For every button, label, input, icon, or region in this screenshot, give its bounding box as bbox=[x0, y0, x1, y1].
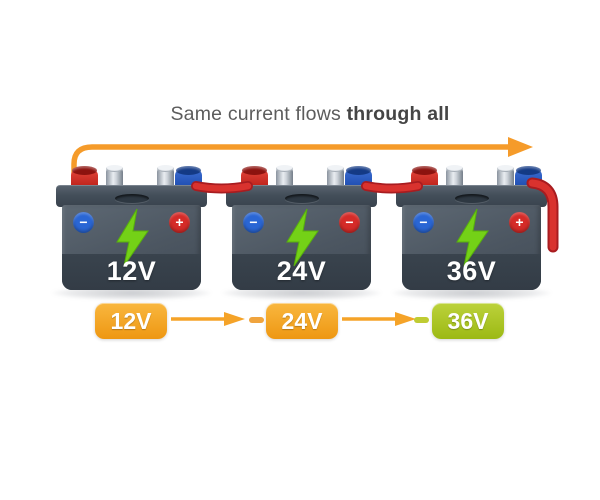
minus-icon: − bbox=[73, 212, 94, 233]
flow-dash-icon bbox=[414, 317, 429, 323]
minus-icon: − bbox=[243, 212, 264, 233]
plus-icon: + bbox=[169, 212, 190, 233]
battery-24v: − − 24V bbox=[222, 165, 381, 300]
battery-lower-band bbox=[402, 254, 541, 290]
battery-body: − + 36V bbox=[402, 205, 541, 290]
battery-cap bbox=[396, 185, 547, 207]
title-bold-text: through all bbox=[346, 103, 450, 125]
battery-cap bbox=[226, 185, 377, 207]
battery-voltage-label: 12V bbox=[106, 256, 157, 286]
minus-icon: − bbox=[413, 212, 434, 233]
lightning-bolt-icon bbox=[285, 208, 319, 267]
title-regular-text: Same current flows bbox=[170, 103, 347, 125]
flow-arrow-icon bbox=[342, 312, 416, 326]
lightning-bolt-icon bbox=[115, 208, 149, 267]
vent-icon bbox=[454, 194, 489, 203]
battery-36v: − + 36V bbox=[392, 165, 551, 300]
minus-icon: − bbox=[339, 212, 360, 233]
vent-icon bbox=[284, 194, 319, 203]
diagram-title: Same current flows through all bbox=[10, 103, 600, 126]
battery-lower-band bbox=[62, 254, 201, 290]
flow-dash-icon bbox=[249, 317, 264, 323]
voltage-badge-24v: 24V bbox=[266, 303, 338, 339]
plus-icon: + bbox=[509, 212, 530, 233]
voltage-badge-36v: 36V bbox=[432, 303, 504, 339]
battery-voltage-label: 36V bbox=[446, 256, 497, 286]
vent-icon bbox=[114, 194, 149, 203]
battery-12v: − + 12V bbox=[52, 165, 211, 300]
voltage-badge-12v: 12V bbox=[95, 303, 167, 339]
battery-lower-band bbox=[232, 254, 371, 290]
battery-cap bbox=[56, 185, 207, 207]
battery-body: − − 24V bbox=[232, 205, 371, 290]
flow-arrow-icon bbox=[171, 312, 245, 326]
lightning-bolt-icon bbox=[455, 208, 489, 267]
battery-voltage-label: 24V bbox=[276, 256, 327, 286]
battery-body: − + 12V bbox=[62, 205, 201, 290]
